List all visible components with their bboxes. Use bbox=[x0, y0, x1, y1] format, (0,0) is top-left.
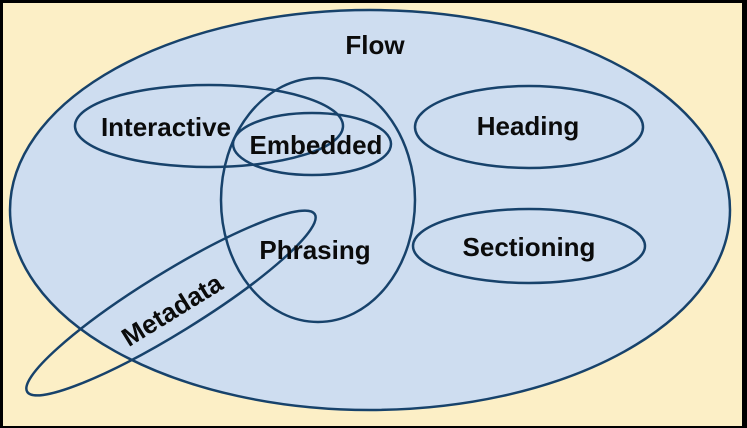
interactive-label: Interactive bbox=[101, 112, 231, 142]
sectioning-ellipse bbox=[411, 207, 647, 285]
heading-label: Heading bbox=[477, 111, 580, 141]
flow-ellipse bbox=[8, 8, 732, 412]
phrasing-ellipse bbox=[219, 76, 417, 324]
sectioning-label: Sectioning bbox=[463, 232, 596, 262]
metadata-ellipse bbox=[25, 209, 317, 397]
flow-label: Flow bbox=[345, 30, 405, 60]
heading-ellipse bbox=[413, 84, 645, 170]
phrasing-label: Phrasing bbox=[259, 235, 370, 265]
interactive-ellipse bbox=[73, 83, 345, 169]
embedded-ellipse bbox=[231, 111, 393, 177]
embedded-label: Embedded bbox=[250, 130, 383, 160]
